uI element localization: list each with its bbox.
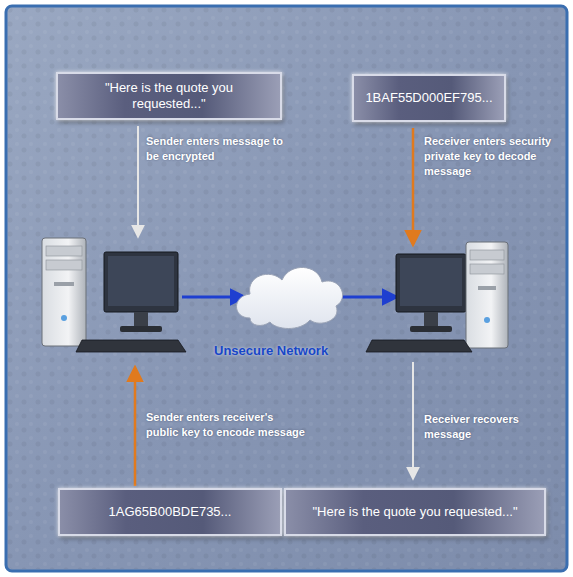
message-box: "Here is the quote you requested..." <box>56 72 282 120</box>
message-box: "Here is the quote you requested..." <box>284 488 546 536</box>
step-note: Receiver enters security private key to … <box>424 134 554 179</box>
key-box: 1BAF55D000EF795... <box>352 74 506 122</box>
box-text: "Here is the quote you requested..." <box>68 80 270 111</box>
step-note: Sender enters message to be encrypted <box>146 134 296 164</box>
box-text: "Here is the quote you requested..." <box>312 504 517 520</box>
box-text: 1AG65B00BDE735... <box>109 504 232 520</box>
step-note: Receiver recovers message <box>424 412 534 442</box>
key-box: 1AG65B00BDE735... <box>58 488 282 536</box>
network-label: Unsecure Network <box>214 342 374 360</box>
box-text: 1BAF55D000EF795... <box>365 90 492 106</box>
step-note: Sender enters receiver's public key to e… <box>146 410 306 440</box>
